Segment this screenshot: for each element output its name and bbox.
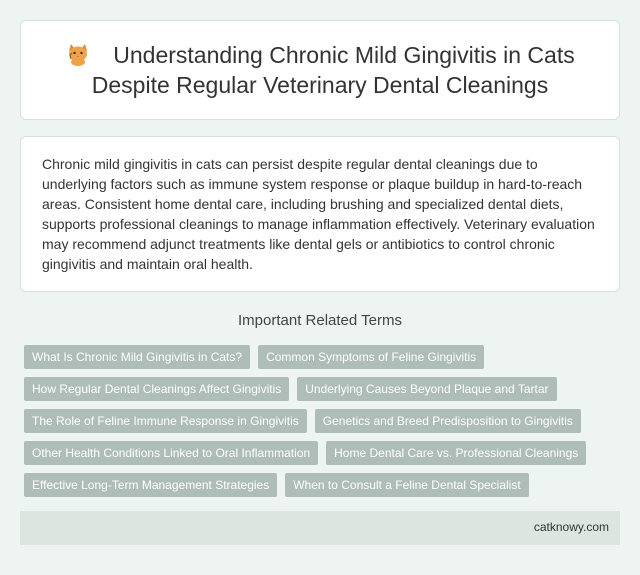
related-terms-heading: Important Related Terms	[238, 312, 402, 329]
related-term-link[interactable]: Home Dental Care vs. Professional Cleani…	[326, 441, 587, 465]
related-term-link[interactable]: Genetics and Breed Predisposition to Gin…	[314, 409, 581, 433]
cat-icon	[69, 44, 88, 66]
tag-row: What Is Chronic Mild Gingivitis in Cats?…	[24, 345, 485, 369]
related-term-link[interactable]: Common Symptoms of Feline Gingivitis	[258, 345, 485, 369]
related-term-link[interactable]: The Role of Feline Immune Response in Gi…	[24, 409, 307, 433]
related-term-link[interactable]: Effective Long-Term Management Strategie…	[24, 473, 278, 497]
footer: catknowy.com	[20, 511, 620, 545]
page-title: Understanding Chronic Mild Gingivitis in…	[65, 40, 575, 100]
title-line-2: Despite Regular Veterinary Dental Cleani…	[91, 72, 549, 98]
related-term-link[interactable]: When to Consult a Feline Dental Speciali…	[285, 473, 529, 497]
related-term-link[interactable]: Underlying Causes Beyond Plaque and Tart…	[297, 377, 557, 401]
footer-site-link[interactable]: catknowy.com	[533, 520, 609, 534]
tag-row: The Role of Feline Immune Response in Gi…	[24, 409, 581, 433]
tag-row: Effective Long-Term Management Strategie…	[24, 473, 529, 497]
summary-text: Chronic mild gingivitis in cats can pers…	[42, 156, 595, 272]
related-term-link[interactable]: How Regular Dental Cleanings Affect Ging…	[24, 377, 290, 401]
tag-row: How Regular Dental Cleanings Affect Ging…	[24, 377, 557, 401]
related-term-link[interactable]: What Is Chronic Mild Gingivitis in Cats?	[24, 345, 251, 369]
related-term-link[interactable]: Other Health Conditions Linked to Oral I…	[24, 441, 319, 465]
summary-card: Chronic mild gingivitis in cats can pers…	[20, 136, 620, 292]
title-card: Understanding Chronic Mild Gingivitis in…	[20, 20, 620, 120]
title-line-1: Understanding Chronic Mild Gingivitis in…	[65, 40, 575, 70]
title-text-1: Understanding Chronic Mild Gingivitis in…	[113, 42, 575, 68]
tag-row: Other Health Conditions Linked to Oral I…	[24, 441, 587, 465]
